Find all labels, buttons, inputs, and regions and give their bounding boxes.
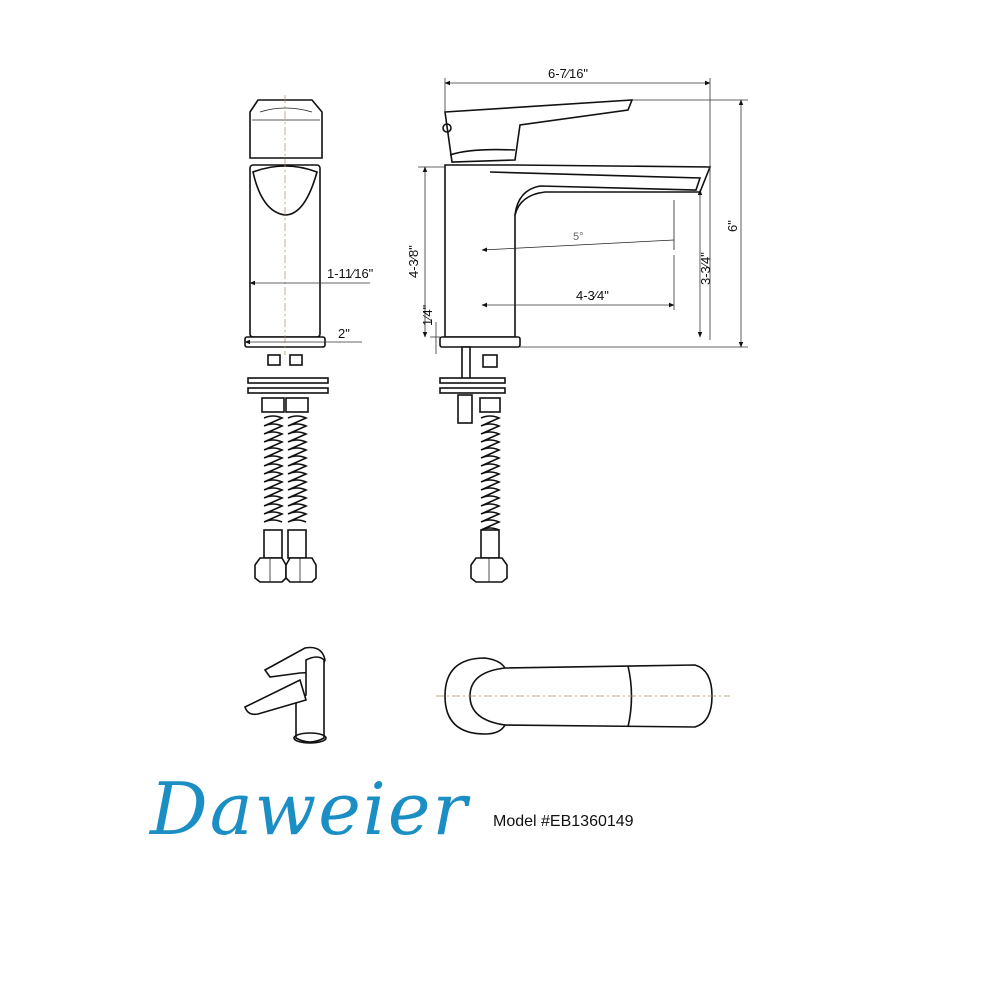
brand-logo: Daweier (148, 767, 471, 851)
overall-length-label: 6-7⁄16" (548, 66, 588, 81)
spout-clearance-label: 3-3⁄4" (698, 252, 713, 285)
front-body-width-label: 1-11⁄16" (327, 266, 374, 281)
base-thickness-label: 1⁄4" (420, 304, 435, 326)
front-hoses (247, 354, 329, 583)
model-number: Model #EB1360149 (493, 813, 634, 830)
spout-reach-label: 4-3⁄4" (576, 288, 609, 303)
side-hose (439, 346, 508, 583)
overall-height-label: 6" (725, 220, 740, 232)
front-view: 1-11⁄16" 2" (244, 95, 374, 583)
body-height-label: 4-3⁄8" (406, 245, 421, 278)
top-view (436, 657, 730, 735)
perspective-view (244, 646, 327, 744)
side-view: 6-7⁄16" 6" 4-3⁄8" 1⁄4" 3-3⁄4" 5° 4-3⁄4" (406, 66, 748, 583)
spout-angle-label: 5° (573, 231, 584, 243)
front-base-width-label: 2" (338, 326, 350, 341)
